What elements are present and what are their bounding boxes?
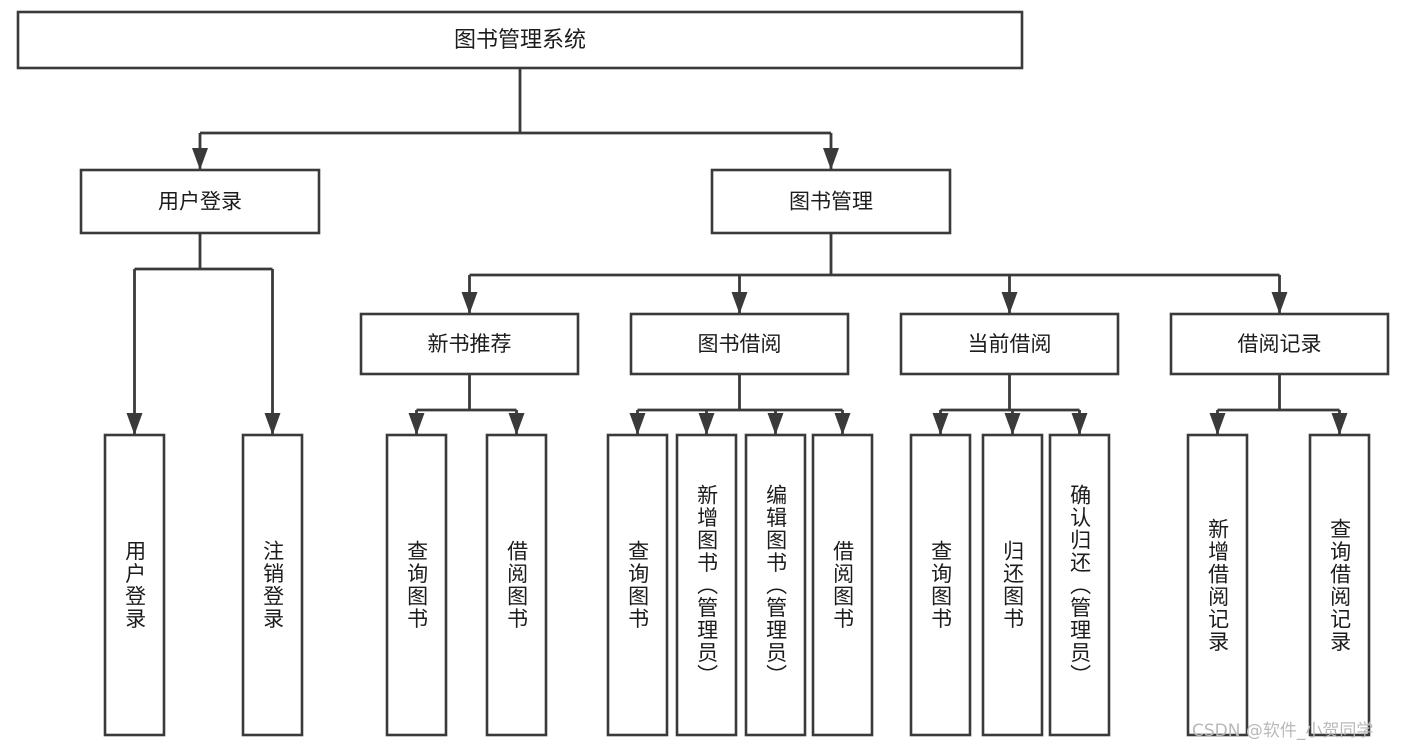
leaf-node-box-1[interactable] — [241, 433, 304, 737]
leaf-node-box-11[interactable] — [1186, 433, 1249, 737]
leaf-node-box-3[interactable] — [485, 433, 548, 737]
leaf-node-box-4[interactable] — [606, 433, 669, 737]
arrow-head-icon — [126, 413, 143, 435]
leaf-node-box-12[interactable] — [1308, 433, 1371, 737]
level3-node-box-3[interactable] — [1169, 312, 1390, 376]
level3-node-label-3: 借阅记录 — [1238, 332, 1322, 356]
leaf-node-box-5[interactable] — [675, 433, 738, 737]
leaf-node-box-9[interactable] — [981, 433, 1044, 737]
arrow-head-icon — [767, 413, 784, 435]
leaf-node-box-6[interactable] — [744, 433, 807, 737]
leaf-node-box-2[interactable] — [385, 433, 448, 737]
level2-node-label-1: 图书管理 — [789, 190, 873, 214]
root-node-box[interactable] — [16, 10, 1024, 70]
level2-node-box-0[interactable] — [79, 168, 321, 235]
arrow-head-icon — [264, 413, 281, 435]
level3-node-box-2[interactable] — [899, 312, 1120, 376]
arrow-head-icon — [834, 413, 851, 435]
arrow-head-icon — [1209, 413, 1226, 435]
arrow-head-icon — [461, 292, 478, 314]
arrow-head-icon — [1001, 292, 1018, 314]
arrow-head-icon — [731, 292, 748, 314]
arrow-head-icon — [192, 148, 208, 170]
connector-lines-group — [126, 68, 1348, 435]
node-boxes-group — [16, 10, 1390, 737]
level2-node-label-0: 用户登录 — [158, 190, 242, 214]
arrow-head-icon — [1271, 292, 1288, 314]
leaf-node-box-0[interactable] — [103, 433, 166, 737]
arrow-head-icon — [408, 413, 425, 435]
leaf-node-box-8[interactable] — [909, 433, 972, 737]
arrow-head-icon — [1004, 413, 1021, 435]
root-node-label: 图书管理系统 — [454, 28, 586, 53]
arrow-head-icon — [508, 413, 525, 435]
csdn-watermark: CSDN @软件_小贺同学 — [1192, 721, 1374, 741]
level3-node-box-0[interactable] — [359, 312, 580, 376]
leaf-node-box-10[interactable] — [1048, 433, 1111, 737]
arrow-head-icon — [823, 148, 839, 170]
level3-node-label-0: 新书推荐 — [428, 332, 512, 356]
leaf-node-box-7[interactable] — [811, 433, 874, 737]
level2-node-box-1[interactable] — [710, 168, 952, 235]
arrow-head-icon — [932, 413, 949, 435]
arrow-head-icon — [698, 413, 715, 435]
arrow-head-icon — [1071, 413, 1088, 435]
arrow-head-icon — [1331, 413, 1348, 435]
arrow-head-icon — [629, 413, 646, 435]
level3-node-label-1: 图书借阅 — [698, 332, 782, 356]
level3-node-box-1[interactable] — [629, 312, 850, 376]
level3-node-label-2: 当前借阅 — [968, 332, 1052, 356]
